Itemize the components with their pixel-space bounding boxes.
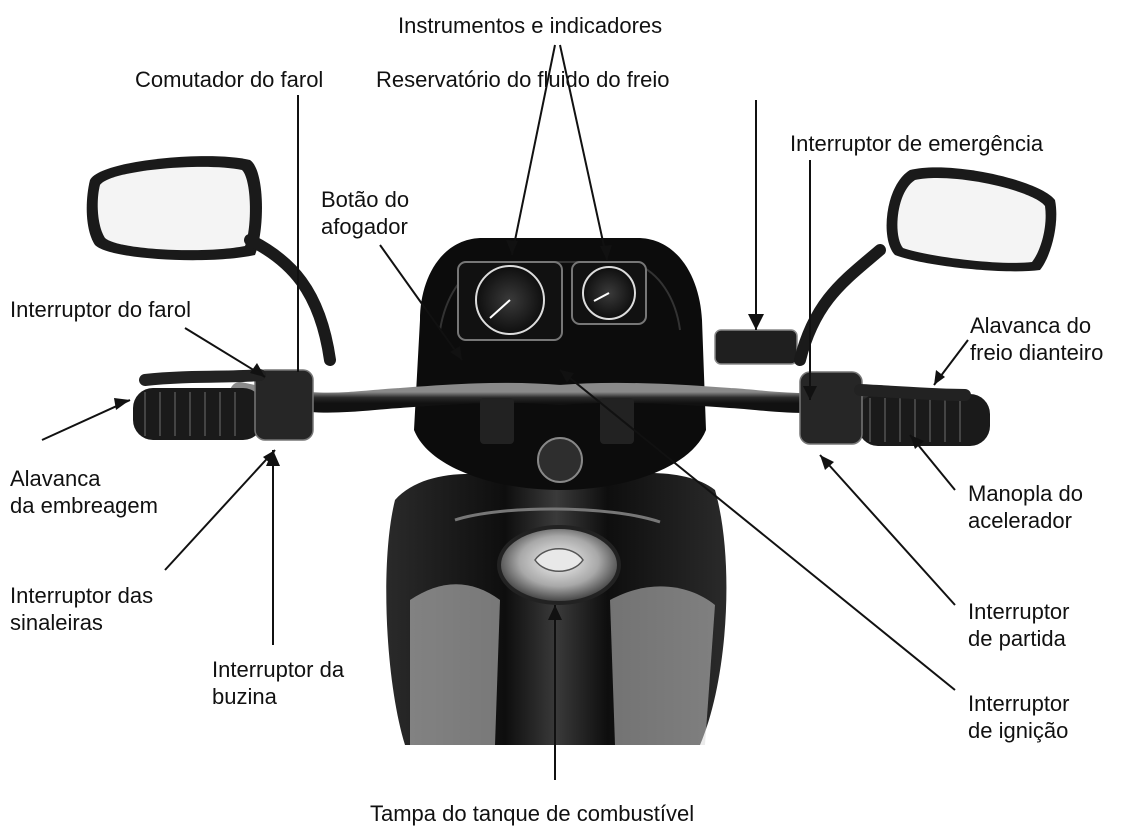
right-grip: [715, 330, 990, 446]
label-instrumentos: Instrumentos e indicadores: [398, 12, 662, 39]
label-interruptor-ignicao: Interruptor de ignição: [968, 690, 1070, 744]
left-grip: [133, 370, 313, 440]
left-mirror: [87, 156, 330, 360]
label-interruptor-partida: Interruptor de partida: [968, 598, 1070, 652]
label-reservatorio: Reservatório do fluido do freio: [376, 66, 670, 93]
label-manopla-acelerador: Manopla do acelerador: [968, 480, 1083, 534]
label-interruptor-emergencia: Interruptor de emergência: [790, 130, 1043, 157]
label-botao-afogador: Botão do afogador: [321, 186, 409, 240]
label-alavanca-embreagem: Alavanca da embreagem: [10, 465, 158, 519]
label-alavanca-freio: Alavanca do freio dianteiro: [970, 312, 1103, 366]
label-tampa-tanque: Tampa do tanque de combustível: [370, 800, 694, 827]
label-interruptor-buzina: Interruptor da buzina: [212, 656, 344, 710]
label-interruptor-farol: Interruptor do farol: [10, 296, 191, 323]
label-comutador-farol: Comutador do farol: [135, 66, 323, 93]
label-interruptor-sinaleiras: Interruptor das sinaleiras: [10, 582, 153, 636]
fuel-cap: [499, 527, 619, 603]
